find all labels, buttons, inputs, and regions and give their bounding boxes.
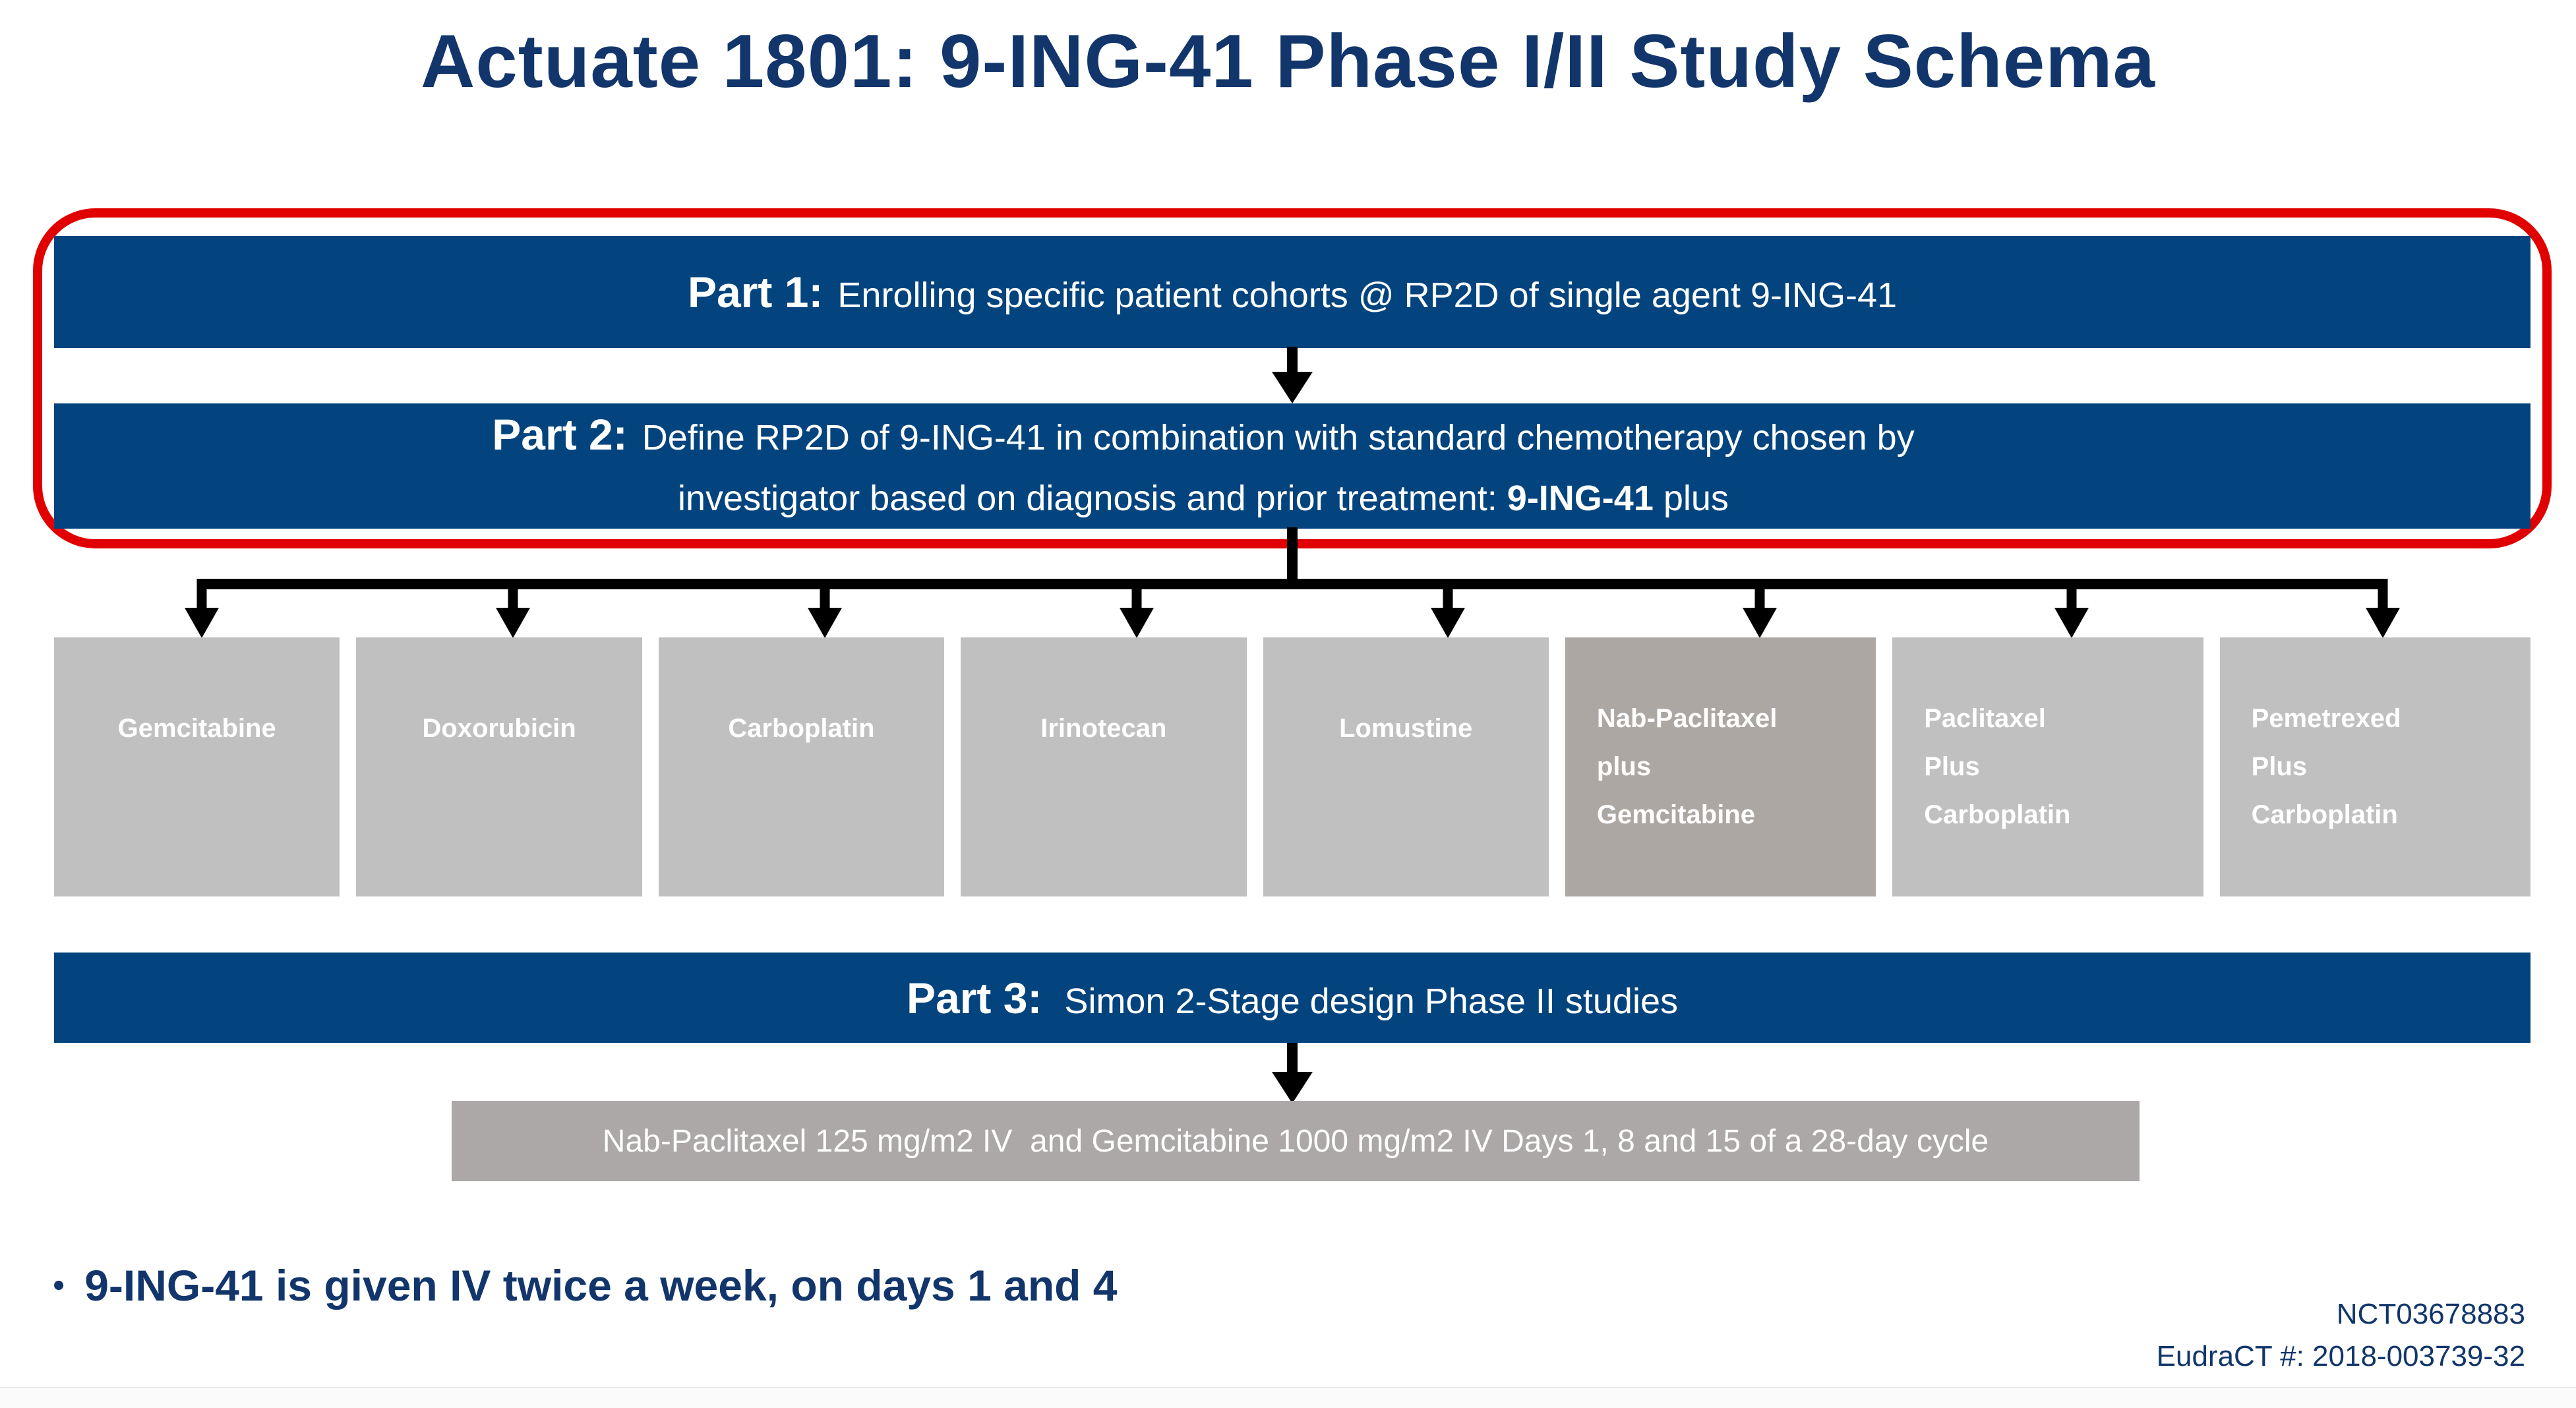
chemo-box-label: Plus [2251,752,2308,781]
arrow-stem [2066,579,2077,613]
registry-ids: NCT03678883 EudraCT #: 2018-003739-32 [2157,1293,2525,1378]
dosing-note: • 9-ING-41 is given IV twice a week, on … [53,1260,1118,1310]
part2-description-line1: Define RP2D of 9-ING-41 in combination w… [642,417,1915,457]
arrow-head-icon [808,608,843,638]
chemo-box-label: Pemetrexed [2251,704,2401,733]
part3-label: Part 3: [907,973,1042,1022]
part2-label: Part 2: [492,409,628,459]
page-title: Actuate 1801: 9-ING-41 Phase I/II Study … [421,20,2155,103]
arrow-stem [1754,579,1765,613]
arrow-stem [1131,579,1142,613]
bullet-icon: • [53,1266,65,1305]
part1-bar: Part 1: Enrolling specific patient cohort… [54,236,2531,348]
part2-text: Part 2: Define RP2D of 9-ING-41 in combin… [492,409,2092,524]
chemo-box: Gemcitabine [54,637,340,896]
branch-arrow [677,579,973,638]
part2-bar: Part 2: Define RP2D of 9-ING-41 in combin… [54,403,2531,529]
arrow-stem [196,579,207,613]
eudract-number: EudraCT #: 2018-003739-32 [2156,1340,2525,1372]
arrow-stem [1287,347,1298,376]
branch-arrow [1301,579,1596,638]
branch-arrow [54,579,349,638]
chemo-box-label: Carboplatin [1924,800,2071,829]
chemo-box-label: Irinotecan [1040,714,1167,743]
branch-arrow [366,579,661,638]
chemo-box-label: Carboplatin [2251,800,2398,829]
chemo-box-label: Gemcitabine [1596,800,1755,829]
branch-arrow [1612,579,1907,638]
connector-horizontal-line [202,579,2383,589]
part2-line2-prefix: investigator based on diagnosis and prio… [678,478,1507,518]
chemo-box-label: Lomustine [1339,714,1473,743]
arrow-head-icon [2054,608,2089,638]
chemo-box-label: Nab-Paclitaxel [1596,704,1778,733]
arrow-head-icon [1431,608,1466,638]
chemo-box: Doxorubicin [356,637,642,896]
chemo-box: Irinotecan [961,637,1247,896]
part3-bar: Part 3: Simon 2-Stage design Phase II stu… [54,953,2531,1043]
arrow-head-icon [1119,608,1154,638]
part1-description: Enrolling specific patient cohorts @ RP2… [837,276,1898,315]
branch-arrow [2235,579,2531,638]
arrow-head-icon [184,608,219,638]
nct-number: NCT03678883 [2336,1298,2525,1330]
arrow-head-icon [1272,1072,1313,1103]
part2-line2: investigator based on diagnosis and prio… [492,473,1914,524]
chemo-box-label: plus [1596,752,1652,781]
regimen-box: Nab-Paclitaxel 125 mg/m2 IV and Gemcitab… [452,1101,2140,1181]
part3-text: Part 3: Simon 2-Stage design Phase II stu… [907,973,1678,1023]
part2-line2-suffix: plus [1653,478,1729,518]
dosing-note-text: 9-ING-41 is given IV twice a week, on da… [84,1261,1118,1310]
arrow-part3-to-regimen [1272,1043,1313,1103]
chemo-box-label: Plus [1924,752,1980,781]
arrow-stem [508,579,518,613]
part1-label: Part 1: [687,268,824,316]
chemo-box-label: Gemcitabine [117,714,276,743]
connector-center-stem [1287,527,1298,589]
arrow-head-icon [1272,372,1313,403]
arrow-part1-to-part2 [1272,347,1313,403]
chemo-box-label: Doxorubicin [422,714,576,743]
chemo-box-label: Paclitaxel [1924,704,2046,733]
slide-bottom-edge [0,1387,2576,1408]
branch-arrow [989,579,1284,638]
chemo-box: Lomustine [1263,637,1549,896]
part1-text: Part 1: Enrolling specific patient cohort… [688,267,1897,317]
branch-arrow [1924,579,2219,638]
part2-line1: Part 2: Define RP2D of 9-ING-41 in combin… [492,409,1914,473]
arrow-head-icon [496,608,531,638]
arrow-head-icon [2366,608,2401,638]
part2-line2-drug: 9-ING-41 [1507,478,1654,518]
arrow-stem [1287,1043,1298,1076]
chemo-box: Carboplatin [658,637,945,896]
arrow-head-icon [1742,608,1777,638]
arrow-stem [820,579,830,613]
part3-description: Simon 2-Stage design Phase II studies [1064,981,1678,1021]
branch-arrow-row [54,579,2531,638]
chemo-box-label: Carboplatin [728,714,875,743]
arrow-stem [2378,579,2388,613]
arrow-stem [1443,579,1453,613]
